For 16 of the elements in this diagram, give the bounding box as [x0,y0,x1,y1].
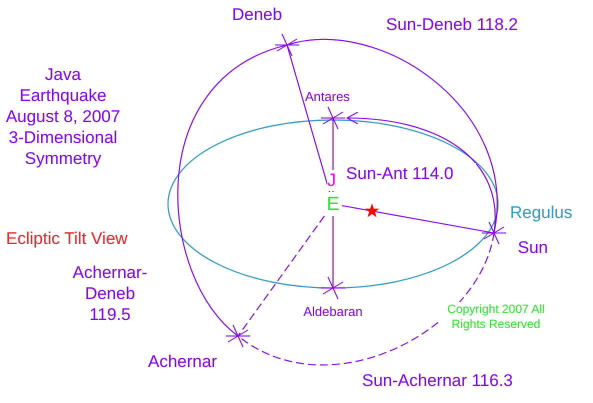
arrow [346,112,496,234]
connector-line [286,44,330,192]
note-label: Ecliptic Tilt View [6,228,129,250]
connector-line [238,216,325,336]
connector-line [178,44,288,336]
star-name: Sun [518,239,548,256]
star-name: Antares [305,90,350,103]
connector-line [342,205,494,234]
connector-line [286,39,498,234]
connector-line [332,216,334,288]
star-name: Aldebaran [303,305,363,318]
title: Java Earthquake August 8, 2007 3-Dimensional Symmetry [4,64,122,169]
star-name: Achernar [148,353,217,370]
note-label: Regulus [510,202,574,224]
star-name: E [326,194,340,214]
star-name: Deneb [232,6,282,23]
